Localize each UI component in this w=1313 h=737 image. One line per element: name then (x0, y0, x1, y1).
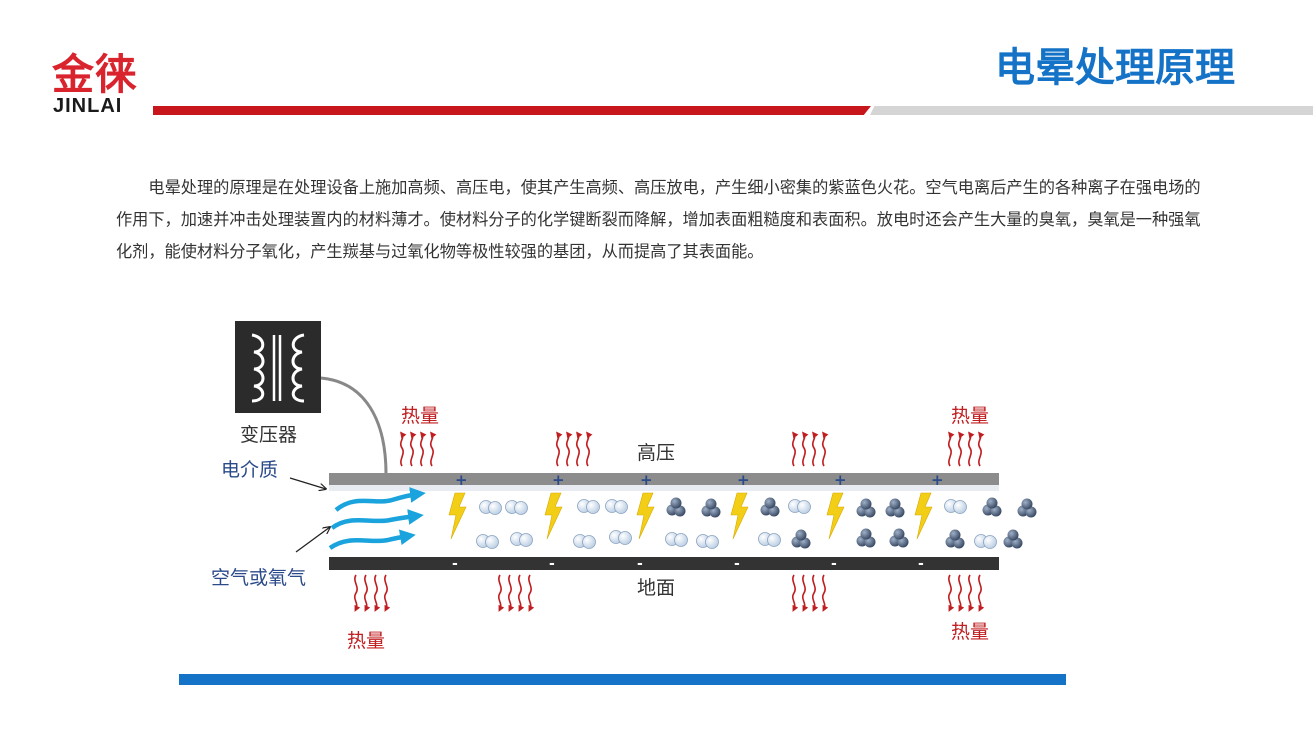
heat-label-top-left: 热量 (401, 405, 439, 427)
air-flow-arrows (328, 487, 426, 550)
transformer-icon (235, 321, 321, 413)
heat-label-bottom-left: 热量 (347, 630, 385, 652)
header-gray-bar (870, 106, 1313, 115)
dielectric-layer (329, 485, 999, 491)
dielectric-label: 电介质 (221, 459, 278, 481)
svg-text:+: + (640, 471, 653, 489)
spark-icons (448, 492, 933, 540)
plus-signs: + + + + + + (455, 471, 944, 489)
logo-chinese: 金徕 (52, 50, 139, 99)
minus-signs: - - - - - - (452, 556, 924, 572)
svg-text:-: - (918, 556, 924, 572)
logo-english: JINLAI (53, 95, 123, 117)
svg-text:-: - (734, 556, 740, 572)
header-red-bar (153, 106, 871, 115)
svg-text:-: - (637, 556, 643, 572)
svg-text:+: + (737, 471, 750, 489)
svg-text:-: - (549, 556, 555, 572)
heat-label-bottom-right: 热量 (951, 621, 989, 643)
transformer-label: 变压器 (240, 424, 297, 446)
svg-text:+: + (552, 471, 565, 489)
svg-text:-: - (831, 556, 837, 572)
footer-blue-bar (179, 674, 1066, 685)
high-voltage-label: 高压 (637, 442, 675, 464)
air-label: 空气或氧气 (211, 567, 306, 589)
heat-label-top-right: 热量 (951, 405, 989, 427)
heat-arrows-top (401, 434, 981, 466)
ground-electrode (329, 557, 999, 570)
high-voltage-electrode (329, 473, 999, 485)
svg-text:+: + (931, 471, 944, 489)
svg-text:-: - (452, 556, 458, 572)
transformer-wire (320, 376, 388, 475)
air-pointer (295, 527, 330, 553)
ground-label: 地面 (637, 577, 675, 599)
dielectric-pointer (289, 477, 326, 489)
intro-paragraph: 电晕处理的原理是在处理设备上施加高频、高压电，使其产生高频、高压放电，产生细小密… (116, 178, 1201, 261)
svg-text:+: + (455, 471, 468, 489)
svg-text:+: + (834, 471, 847, 489)
page-title: 电晕处理原理 (995, 45, 1235, 91)
